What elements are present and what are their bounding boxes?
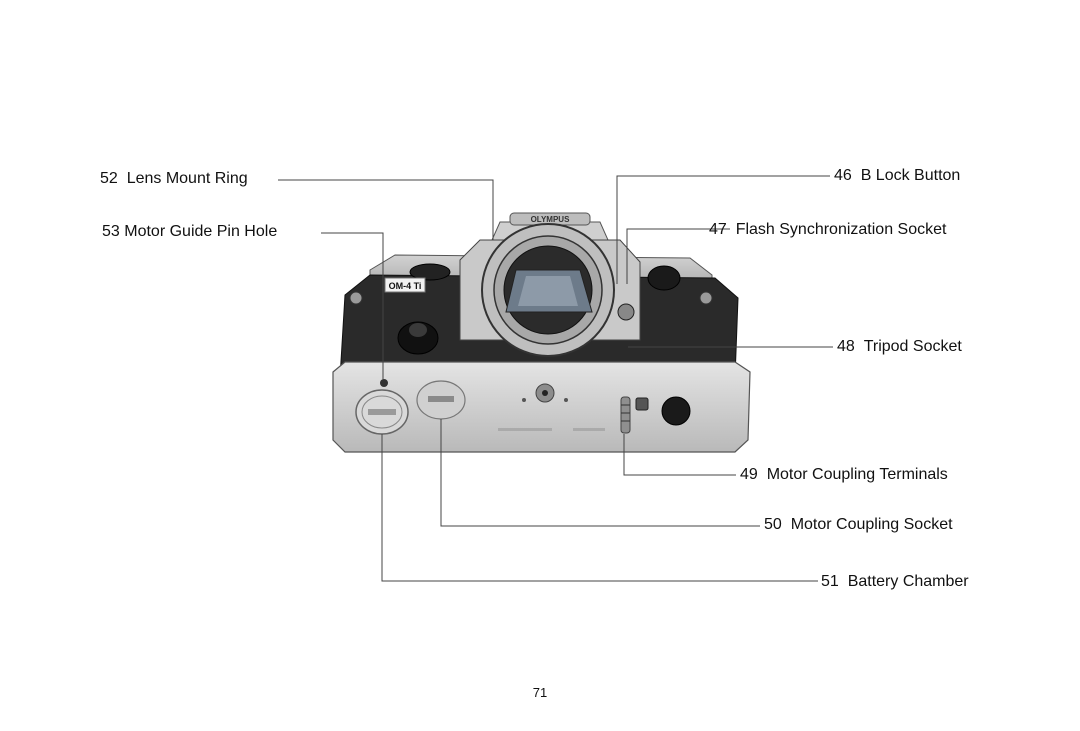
callout-text: Motor Coupling Socket (790, 516, 953, 533)
callout-53: 53 Motor Guide Pin Hole (102, 223, 277, 241)
callout-number: 46 (834, 167, 852, 184)
callout-50: 50 Motor Coupling Socket (764, 516, 953, 534)
callout-text: Motor Guide Pin Hole (124, 223, 278, 240)
callout-number: 47 (709, 221, 727, 238)
callout-48: 48 Tripod Socket (837, 338, 962, 356)
leader-line-50 (440, 419, 760, 527)
callout-52: 52 Lens Mount Ring (100, 170, 248, 188)
page-number: 71 (532, 685, 548, 700)
callout-number: 51 (821, 573, 839, 590)
callout-text: Lens Mount Ring (126, 170, 248, 187)
callout-text: Tripod Socket (863, 338, 962, 355)
callout-number: 50 (764, 516, 782, 533)
callout-text: Motor Coupling Terminals (766, 466, 948, 483)
leader-line-52 (278, 179, 494, 240)
callout-text: Battery Chamber (847, 573, 969, 590)
leader-line-53 (321, 232, 384, 379)
callout-46: 46 B Lock Button (834, 167, 960, 185)
leader-line-47 (626, 228, 730, 284)
callout-number: 53 (102, 223, 120, 240)
camera-illustration: OM-4 Ti OLYMPUS (332, 212, 751, 453)
callout-text: B Lock Button (860, 167, 961, 184)
callout-47: 47 Flash Synchronization Socket (709, 221, 946, 239)
callout-51: 51 Battery Chamber (821, 573, 969, 591)
callout-49: 49 Motor Coupling Terminals (740, 466, 948, 484)
model-badge: OM-4 Ti (389, 281, 422, 291)
callout-number: 49 (740, 466, 758, 483)
leader-line-46 (616, 175, 830, 284)
brand-badge: OLYMPUS (531, 215, 570, 224)
callout-number: 52 (100, 170, 118, 187)
leader-line-49 (623, 434, 736, 476)
callout-text: Flash Synchronization Socket (735, 221, 947, 238)
leader-line-51 (381, 434, 818, 582)
leader-lines (278, 175, 833, 582)
callout-number: 48 (837, 338, 855, 355)
